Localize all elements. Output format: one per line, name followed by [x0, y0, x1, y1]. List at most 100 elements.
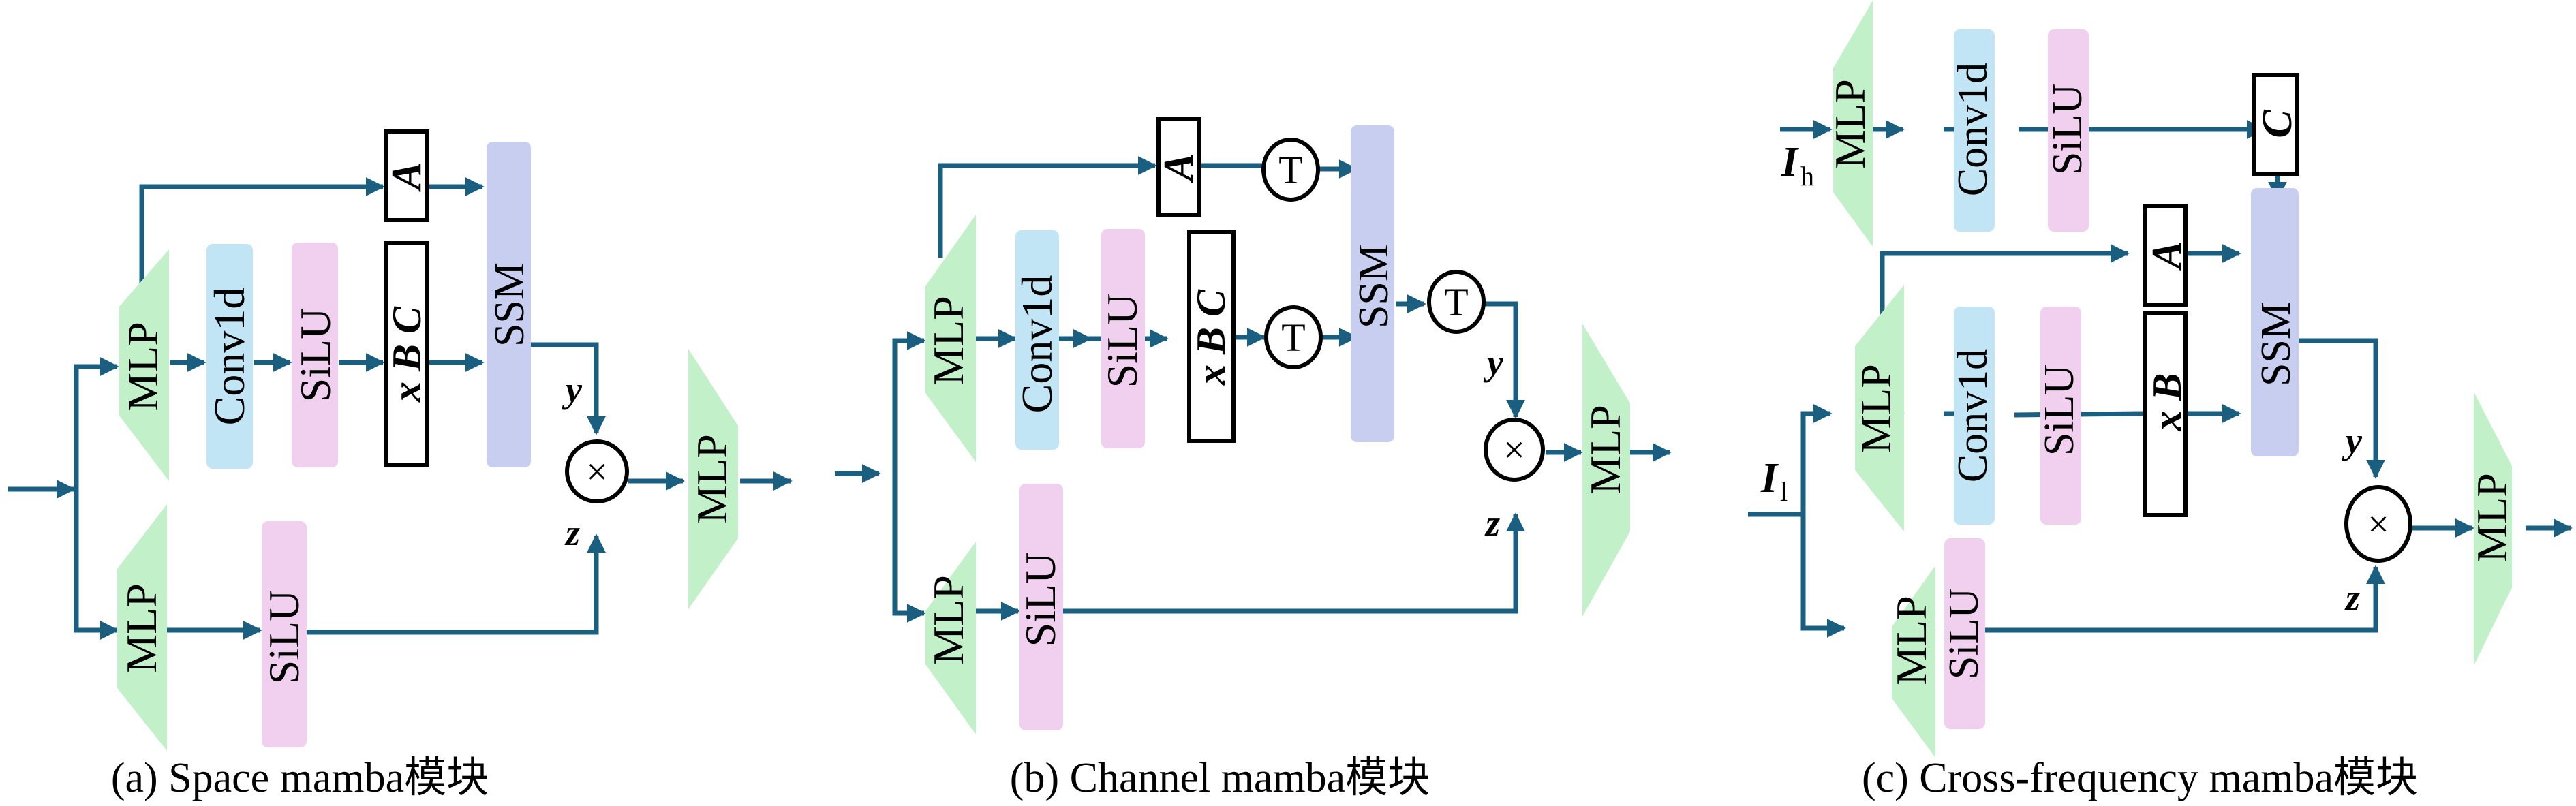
split-to-mlp-top-arrow	[1748, 404, 1833, 517]
mlp-out-block: MLP	[688, 349, 738, 609]
mlp-top-block: MLP	[924, 215, 976, 462]
mlp-bottom-block: MLP	[924, 542, 976, 734]
y-label: y	[1483, 342, 1504, 383]
conv1d-label: Conv1d	[1950, 349, 1996, 482]
param-c-box: C	[2252, 73, 2301, 176]
multiply-node: ×	[1484, 418, 1545, 482]
ssm-label: SSM	[1351, 244, 1397, 328]
split-to-mlp-bottom-arrow	[1800, 514, 1846, 638]
silu-label: SiLU	[260, 590, 308, 685]
conv1d-block: Conv1d	[1013, 230, 1061, 450]
silu-label: SiLU	[1016, 553, 1064, 647]
split-to-mlp-bottom-arrow	[892, 474, 926, 623]
conv1d-label: Conv1d	[1950, 63, 1996, 196]
silu-label: SiLU	[2036, 365, 2083, 456]
input-subscript: l	[1780, 476, 1788, 507]
z-label: z	[1484, 503, 1500, 544]
param-a-box: A	[384, 129, 430, 222]
y-label: y	[562, 369, 583, 410]
param-xbc-box: x B C	[1187, 230, 1236, 443]
ssm-to-multiply-arrow	[530, 342, 606, 435]
conv1d-block: Conv1d	[205, 244, 254, 469]
transpose-symbol: T	[1281, 315, 1305, 360]
input-symbol: I	[1781, 139, 1799, 185]
silu-top-block: SiLU	[1098, 229, 1146, 448]
ssm-label: SSM	[2253, 302, 2299, 386]
silu-bottom-block: SiLU	[260, 521, 308, 747]
mlp-label: MLP	[688, 434, 736, 524]
mlp-label: MLP	[2468, 473, 2516, 563]
c-label: C	[2254, 110, 2301, 138]
transpose-a-node: T	[1261, 138, 1320, 202]
mlp-label: MLP	[119, 322, 167, 412]
panel-c: I h I l MLP Conv1d SiLU C MLP Co	[1748, 1, 2573, 801]
z-label: z	[2344, 577, 2360, 618]
multiply-symbol: ×	[586, 451, 608, 493]
xbc-label: x B C	[384, 306, 429, 403]
silu-bottom-block: SiLU	[1941, 538, 1987, 729]
mlp-high-block: MLP	[1826, 1, 1874, 247]
input-symbol: I	[1760, 455, 1779, 501]
mlp-out-block: MLP	[2468, 392, 2516, 666]
mlp-top-block: MLP	[119, 249, 169, 481]
multiply-symbol: ×	[1503, 429, 1525, 471]
silu-to-multiply-arrow	[307, 533, 606, 635]
silu-top-block: SiLU	[2036, 307, 2083, 525]
caption-b: (b) Channel mamba模块	[1010, 755, 1430, 801]
silu-top-block: SiLU	[291, 243, 339, 467]
mlp-to-a-arrow	[938, 156, 1157, 258]
transpose-out-node: T	[1427, 270, 1486, 334]
param-xbc-box: x B C	[384, 241, 429, 467]
a-label: A	[384, 161, 430, 192]
split-to-mlp-top-arrow	[892, 331, 926, 474]
conv1d-label: Conv1d	[205, 288, 254, 426]
param-a-box: A	[1156, 117, 1202, 217]
mlp-label: MLP	[1887, 595, 1935, 685]
input-subscript: h	[1800, 161, 1814, 191]
a-label: A	[2144, 241, 2190, 271]
xbc-label: x B C	[1189, 289, 1233, 386]
caption-a: (a) Space mamba模块	[111, 755, 489, 801]
multiply-symbol: ×	[2367, 503, 2389, 546]
t-to-multiply-arrow	[1484, 301, 1525, 419]
split-to-mlp-top-arrow	[74, 357, 119, 489]
multiply-node: ×	[2344, 485, 2412, 563]
input-high-label: I h	[1781, 139, 1814, 191]
transpose-symbol: T	[1278, 148, 1302, 192]
panel-a: MLP Conv1d SiLU A x B C SSM y z	[8, 129, 793, 801]
silu-label: SiLU	[291, 308, 339, 403]
mlp-label: MLP	[1826, 79, 1874, 169]
mlp-label: MLP	[924, 575, 972, 665]
z-label: z	[564, 512, 580, 553]
conv1d-high-block: Conv1d	[1950, 29, 1996, 232]
input-low-label: I l	[1760, 455, 1788, 507]
mlp-label: MLP	[1852, 364, 1900, 454]
mlp-bottom-block: MLP	[1887, 565, 1935, 758]
ssm-block: SSM	[1351, 125, 1397, 442]
split-to-mlp-bottom-arrow	[74, 489, 119, 640]
panel-b: MLP Conv1d SiLU A x B C T T SSM	[835, 117, 1672, 801]
mlp-to-a-arrow	[1880, 244, 2130, 334]
ssm-to-multiply-arrow	[2288, 338, 2385, 479]
ssm-label: SSM	[487, 262, 533, 347]
silu-label: SiLU	[2044, 84, 2091, 175]
caption-c: (c) Cross-frequency mamba模块	[1862, 755, 2418, 801]
a-label: A	[1156, 153, 1202, 183]
ssm-block: SSM	[487, 142, 533, 467]
mlp-label: MLP	[117, 583, 166, 673]
silu-label: SiLU	[1098, 294, 1146, 388]
param-a-box: A	[2143, 204, 2190, 307]
conv1d-block: Conv1d	[1950, 307, 1996, 525]
silu-to-multiply-arrow	[1982, 565, 2385, 633]
mlp-out-block: MLP	[1581, 324, 1630, 617]
param-xb-box: x B	[2143, 311, 2190, 517]
mlp-label: MLP	[924, 296, 972, 386]
silu-bottom-block: SiLU	[1016, 484, 1064, 730]
silu-to-multiply-arrow	[1053, 512, 1525, 614]
transpose-xbc-node: T	[1264, 305, 1323, 369]
multiply-node: ×	[565, 439, 629, 503]
mlp-bottom-block: MLP	[117, 504, 167, 751]
ssm-block: SSM	[2251, 188, 2299, 456]
mlp-label: MLP	[1581, 405, 1629, 495]
